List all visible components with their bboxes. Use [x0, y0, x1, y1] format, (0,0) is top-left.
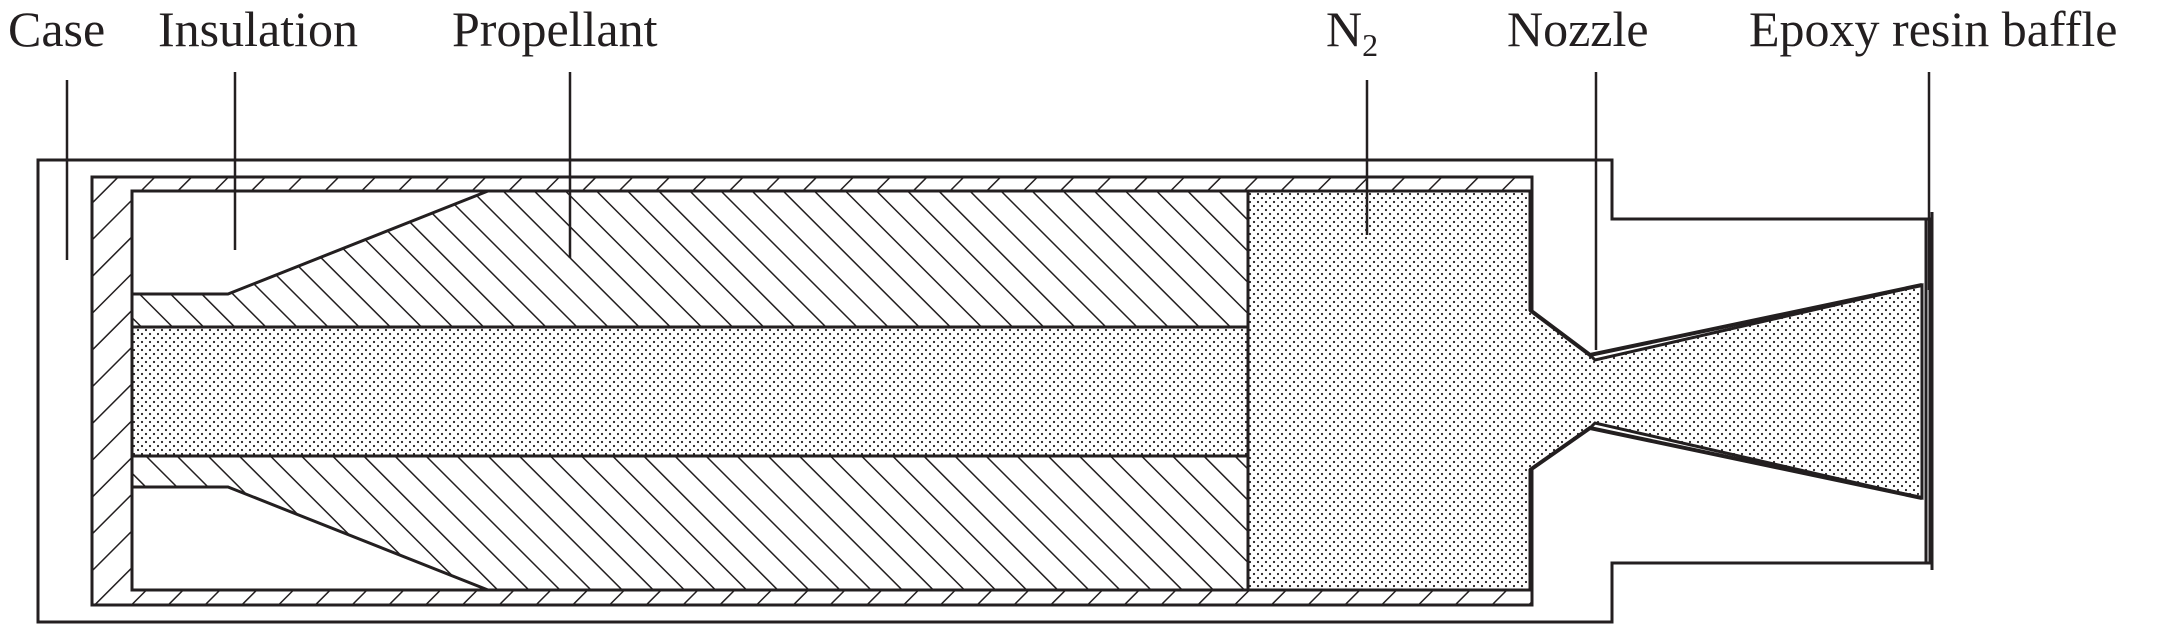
- nozzle-wall-lower: [1528, 425, 1923, 500]
- label-propellant: Propellant: [452, 1, 658, 57]
- label-epoxy-resin-baffle: Epoxy resin baffle: [1749, 1, 2117, 57]
- nozzle-wall-upper: [1528, 283, 1923, 358]
- label-n2-main: N: [1326, 1, 1362, 57]
- propellant-grain-lower: [130, 454, 1250, 592]
- label-insulation: Insulation: [158, 1, 358, 57]
- label-nozzle: Nozzle: [1507, 1, 1649, 57]
- label-n2-subscript: 2: [1362, 27, 1378, 63]
- case-outline: [36, 158, 1932, 624]
- label-case: Case: [8, 1, 105, 57]
- propellant-grain-upper: [130, 189, 1250, 329]
- label-n2: N2: [1326, 1, 1378, 63]
